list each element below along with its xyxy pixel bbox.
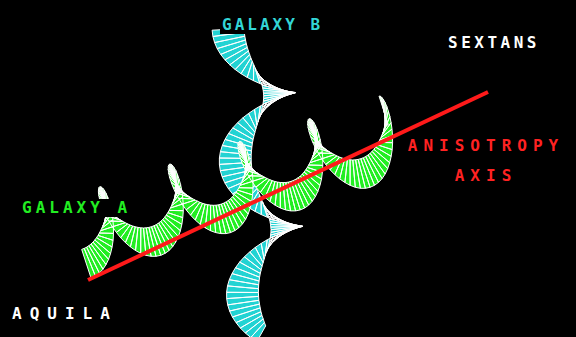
galaxy-a-helix — [82, 96, 393, 278]
constellation-label: SEXTANS — [446, 34, 542, 52]
anisotropy-axis-line — [88, 92, 488, 280]
helix-ribbon — [82, 96, 393, 278]
axis-label: ANISOTROPY AXIS — [400, 131, 572, 191]
galaxy-label: GALAXY A — [20, 199, 133, 217]
galaxy-label: GALAXY B — [220, 16, 325, 34]
constellation-label: AQUILA — [10, 305, 120, 323]
